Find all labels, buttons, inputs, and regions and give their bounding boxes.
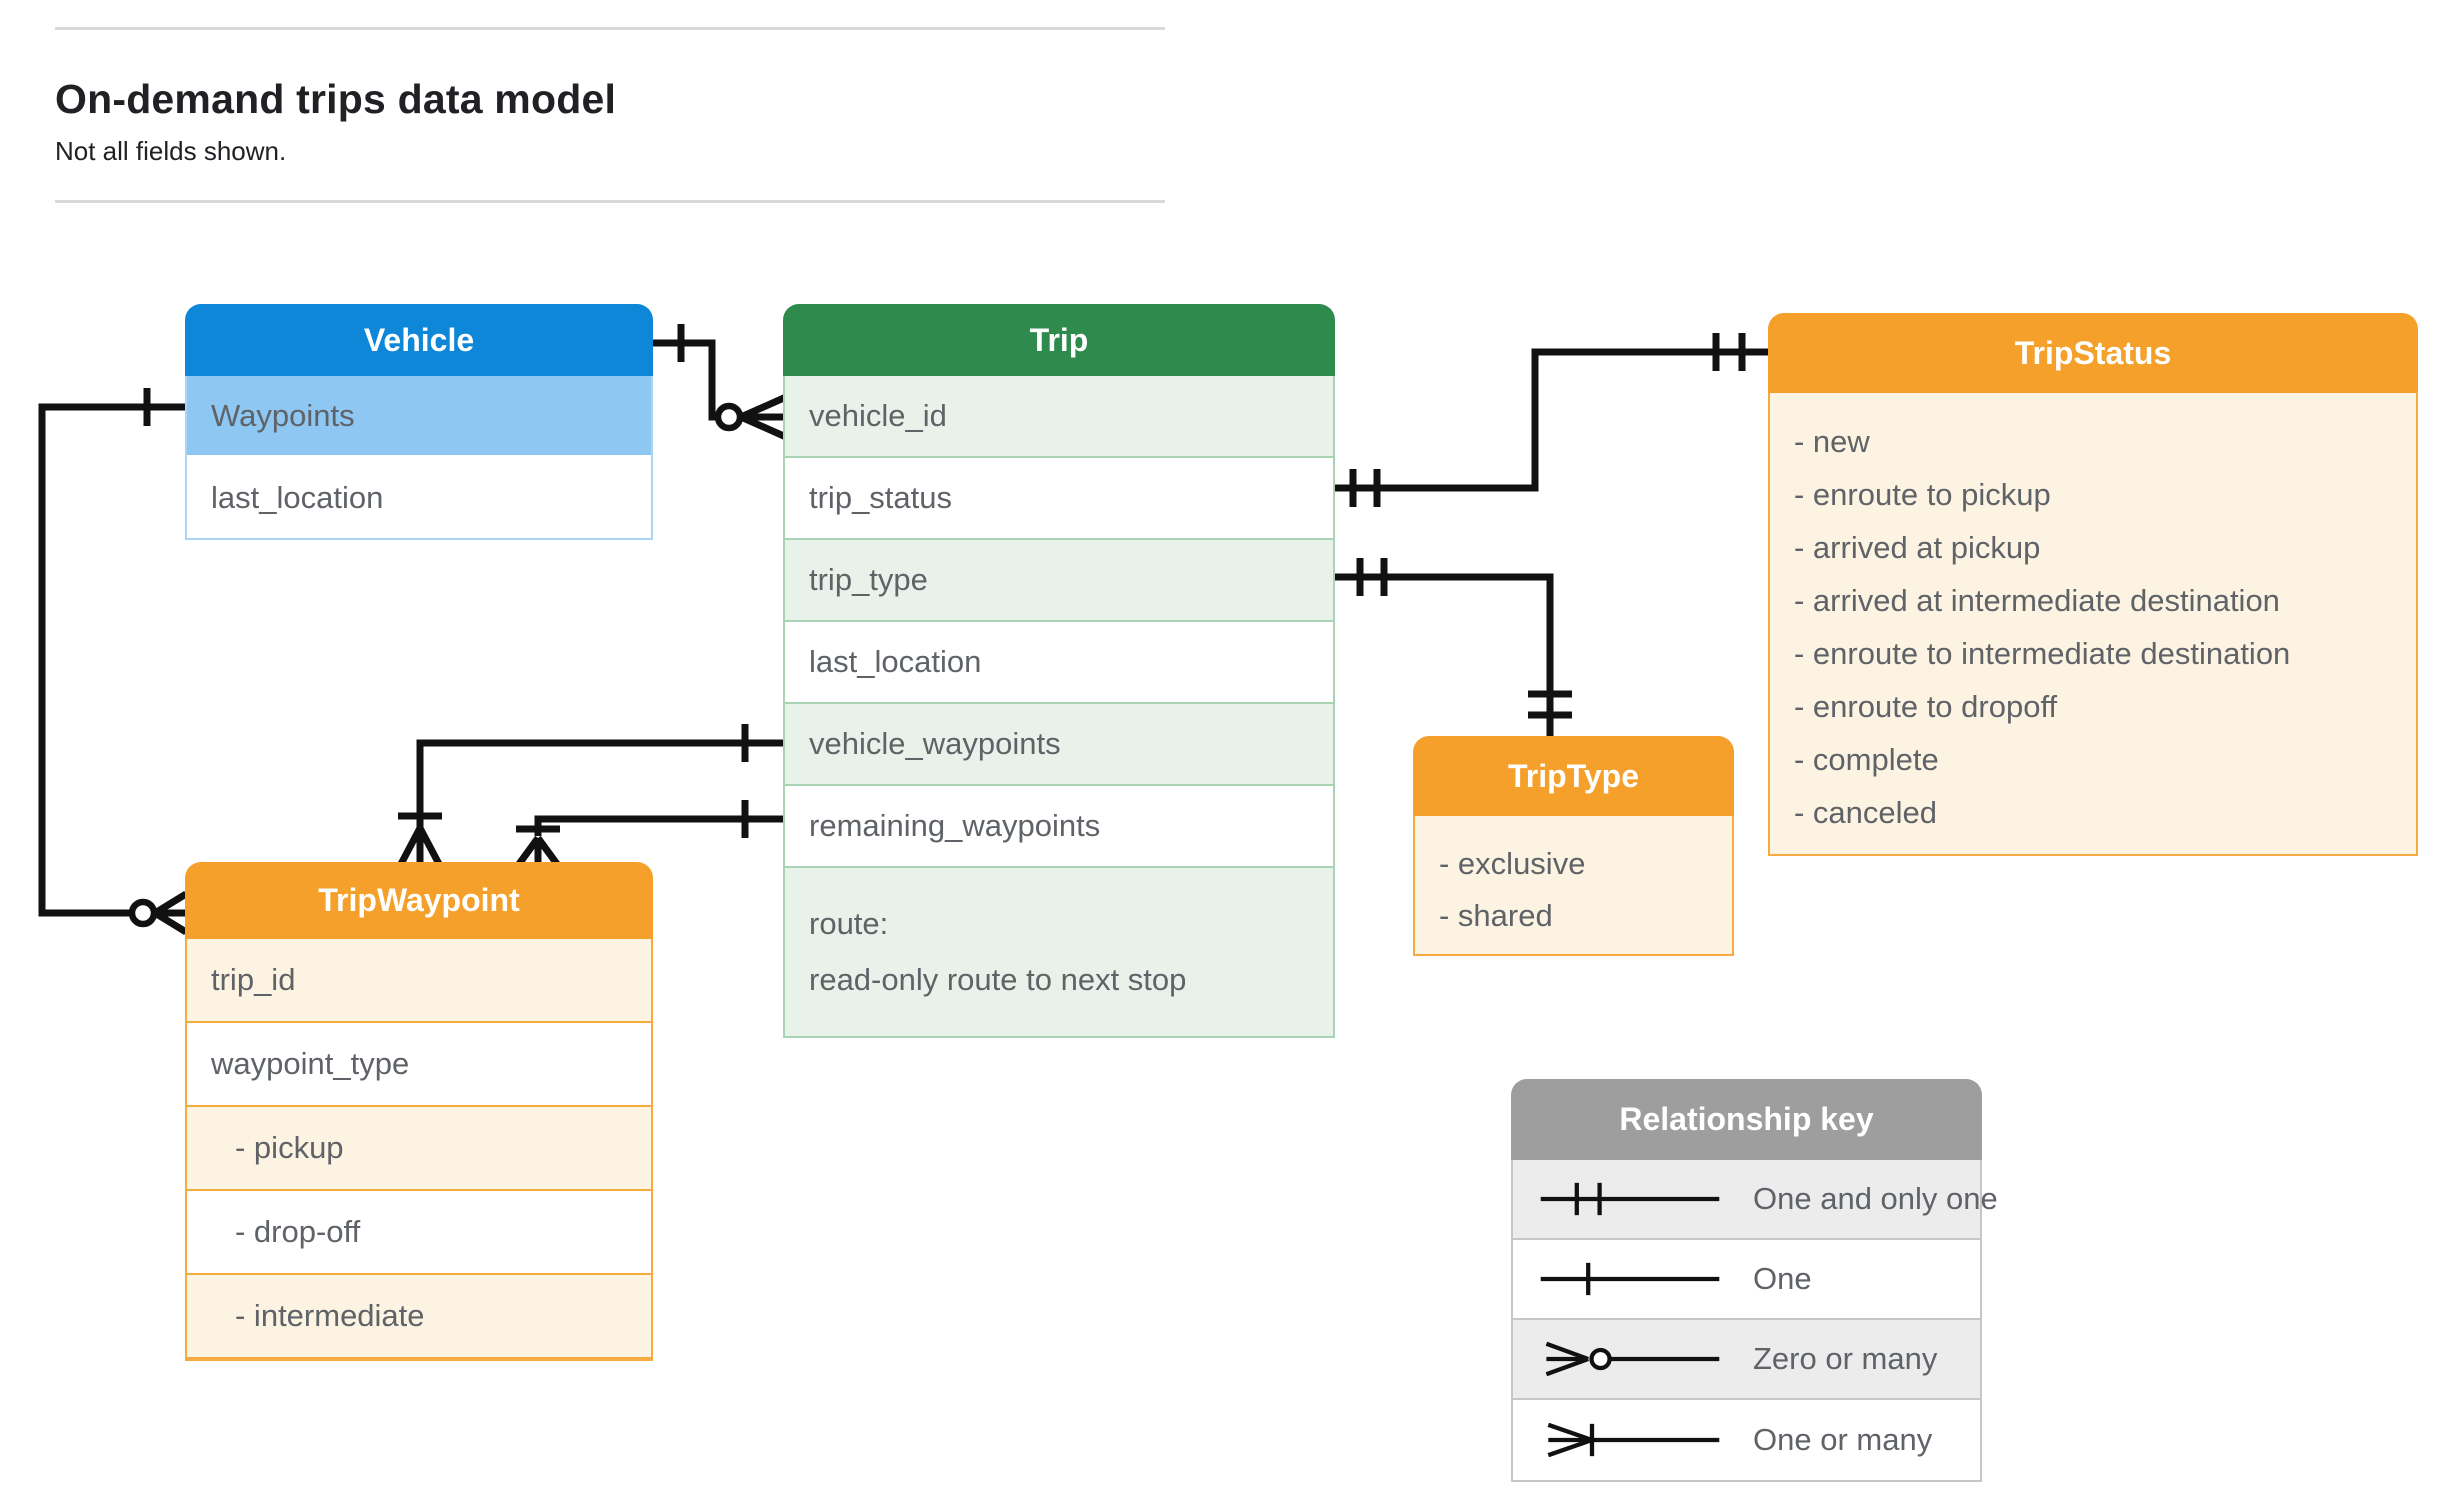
connector-vehicle-trip bbox=[653, 324, 786, 437]
relationship-key: Relationship key One and only one One bbox=[1511, 1079, 1998, 1482]
tripstatus-value-enroute-to-pickup: - enroute to pickup bbox=[1794, 477, 2051, 512]
entity-triptype-title: TripType bbox=[1413, 736, 1734, 816]
top-divider bbox=[55, 27, 1165, 30]
trip-field-trip-type: trip_type bbox=[785, 540, 1333, 622]
legend-row-zero-or-many: Zero or many bbox=[1513, 1320, 1980, 1400]
zero-or-many-icon bbox=[1535, 1337, 1725, 1381]
vehicle-field-last-location: last_location bbox=[211, 479, 384, 515]
tripwaypoint-field-waypoint-type: waypoint_type bbox=[187, 1023, 651, 1107]
tripstatus-value-arrived-at-pickup: - arrived at pickup bbox=[1794, 530, 2041, 565]
tripstatus-value-arrived-at-intermediate-destination: - arrived at intermediate destination bbox=[1794, 583, 2280, 618]
tripwaypoint-field-trip-id: trip_id bbox=[187, 939, 651, 1023]
entity-vehicle: Vehicle Waypoints last_location bbox=[185, 304, 653, 540]
triptype-value-exclusive: - exclusive bbox=[1439, 846, 1586, 881]
legend-row-one-and-only-one: One and only one bbox=[1513, 1160, 1998, 1240]
legend-label: Zero or many bbox=[1753, 1341, 1938, 1376]
legend-label: One or many bbox=[1753, 1422, 1933, 1457]
connector-trip-tripwaypoint-vehicle-waypoints bbox=[398, 724, 783, 864]
trip-field-vehicle-waypoints: vehicle_waypoints bbox=[785, 704, 1333, 786]
tripstatus-value-enroute-to-dropoff: - enroute to dropoff bbox=[1794, 689, 2058, 724]
tripwaypoint-value-pickup: - pickup bbox=[187, 1107, 651, 1191]
one-and-only-one-icon bbox=[1353, 469, 1377, 507]
entity-vehicle-title: Vehicle bbox=[185, 304, 653, 376]
entity-trip-title: Trip bbox=[783, 304, 1335, 376]
connector-trip-tripwaypoint-remaining-waypoints bbox=[516, 800, 783, 864]
entity-trip: Trip vehicle_id trip_status trip_type la… bbox=[783, 304, 1335, 1038]
tripwaypoint-value-intermediate: - intermediate bbox=[187, 1275, 651, 1359]
tripstatus-value-enroute-to-intermediate-destination: - enroute to intermediate destination bbox=[1794, 636, 2291, 671]
legend-label: One and only one bbox=[1753, 1181, 1998, 1216]
one-and-only-one-icon bbox=[1716, 333, 1742, 371]
trip-route-line1: route: bbox=[809, 906, 889, 941]
tripstatus-value-new: - new bbox=[1794, 424, 1870, 459]
trip-route-line2: read-only route to next stop bbox=[809, 962, 1187, 997]
legend-row-one-or-many: One or many bbox=[1513, 1400, 1980, 1480]
page-title: On-demand trips data model bbox=[55, 76, 617, 122]
relationship-key-title: Relationship key bbox=[1511, 1079, 1982, 1160]
one-or-many-icon bbox=[1535, 1418, 1725, 1462]
tripwaypoint-value-drop-off: - drop-off bbox=[187, 1191, 651, 1275]
trip-field-trip-status: trip_status bbox=[785, 458, 1333, 540]
entity-tripwaypoint-title: TripWaypoint bbox=[185, 862, 653, 939]
one-or-many-icon bbox=[516, 829, 560, 864]
trip-field-route: route: read-only route to next stop bbox=[785, 868, 1333, 1036]
tripstatus-value-canceled: - canceled bbox=[1794, 795, 1938, 830]
connector-trip-triptype bbox=[1335, 558, 1572, 736]
one-and-only-one-icon bbox=[1535, 1177, 1725, 1221]
entity-triptype: TripType - exclusive - shared bbox=[1413, 736, 1734, 956]
trip-field-last-location: last_location bbox=[785, 622, 1333, 704]
page-subtitle: Not all fields shown. bbox=[55, 136, 287, 166]
zero-icon bbox=[132, 902, 154, 924]
trip-field-vehicle-id: vehicle_id bbox=[785, 376, 1333, 458]
legend-label: One bbox=[1753, 1261, 1812, 1296]
header-divider bbox=[55, 200, 1165, 203]
trip-field-remaining-waypoints: remaining_waypoints bbox=[785, 786, 1333, 868]
triptype-value-shared: - shared bbox=[1439, 898, 1553, 933]
many-icon bbox=[155, 894, 186, 932]
legend-row-one: One bbox=[1513, 1240, 1980, 1320]
one-and-only-one-icon bbox=[1360, 558, 1384, 596]
tripstatus-value-complete: - complete bbox=[1794, 742, 1939, 777]
one-and-only-one-icon bbox=[1528, 694, 1572, 715]
one-icon bbox=[1535, 1257, 1725, 1301]
one-or-many-icon bbox=[398, 816, 442, 864]
connector-vehicle-tripwaypoint bbox=[42, 388, 186, 932]
connector-trip-tripstatus bbox=[1335, 333, 1768, 507]
entity-tripwaypoint: TripWaypoint trip_id waypoint_type - pic… bbox=[185, 862, 653, 1361]
many-icon bbox=[741, 397, 786, 437]
entity-tripstatus: TripStatus - new - enroute to pickup - a… bbox=[1768, 313, 2418, 856]
entity-tripstatus-title: TripStatus bbox=[1768, 313, 2418, 393]
zero-icon bbox=[718, 406, 740, 428]
vehicle-field-waypoints: Waypoints bbox=[187, 376, 651, 457]
